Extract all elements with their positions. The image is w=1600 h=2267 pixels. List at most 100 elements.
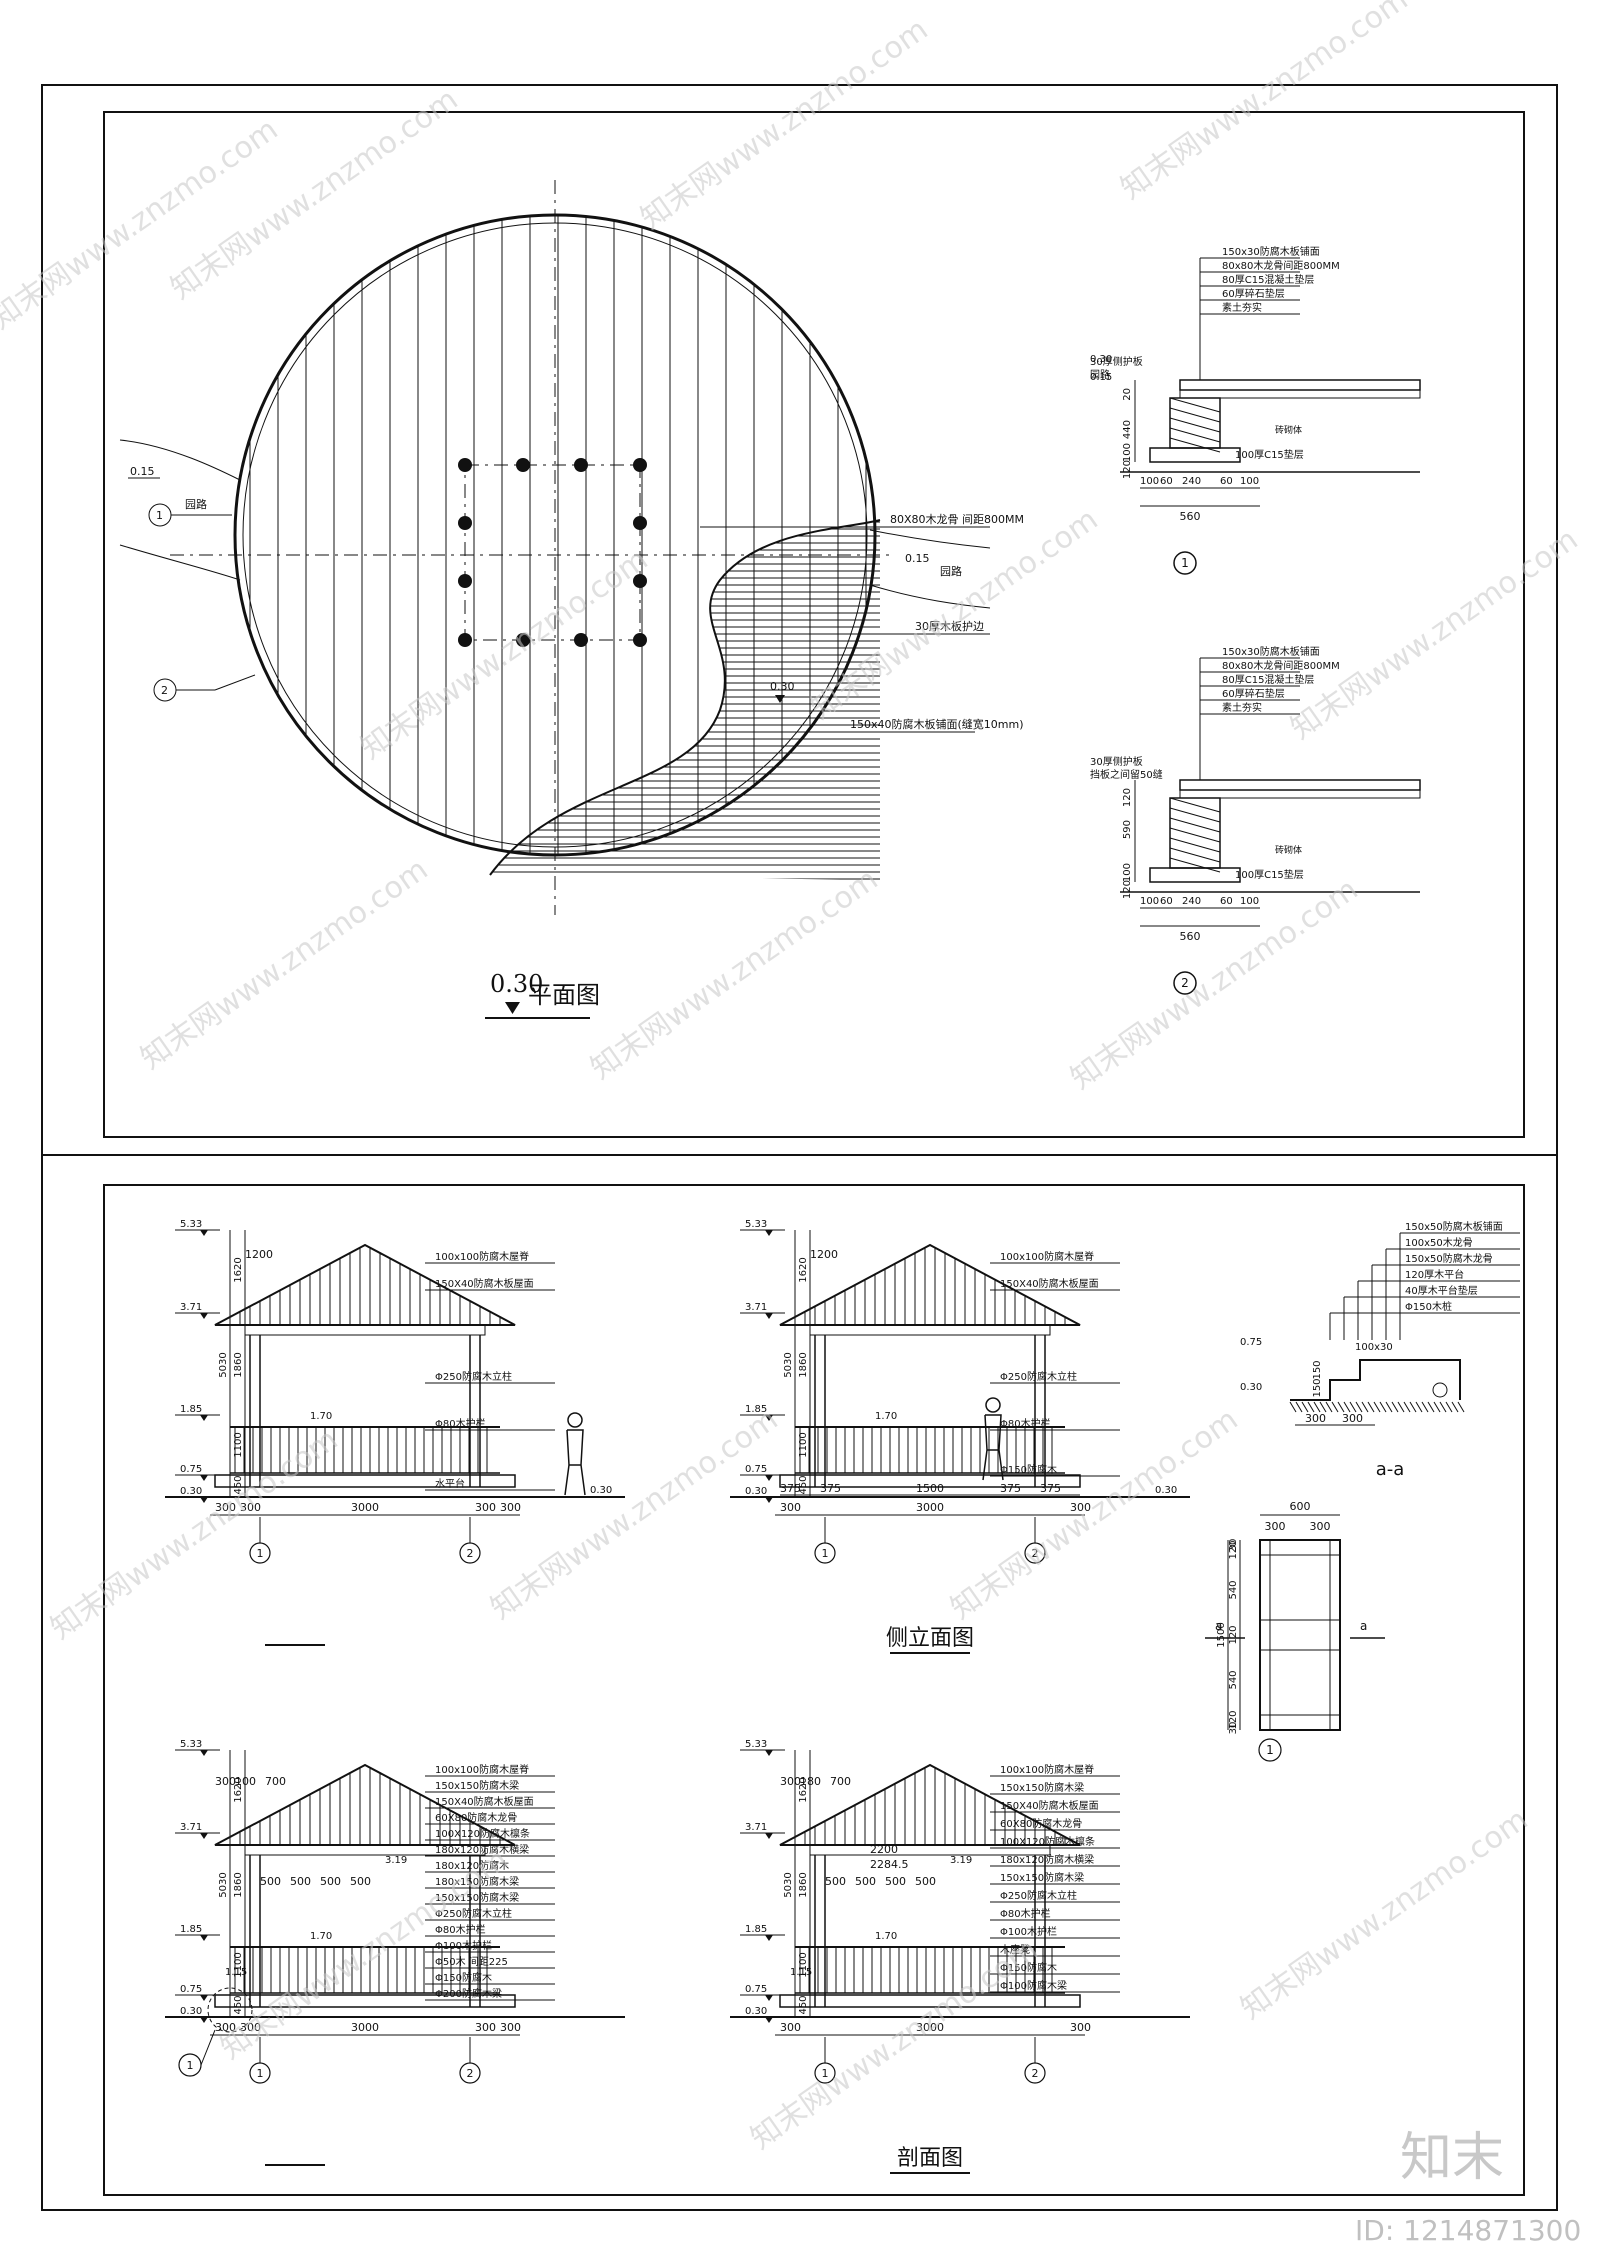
- detail-footing: [1150, 868, 1240, 882]
- level-label: 0.75: [180, 1464, 202, 1475]
- pavilion-label: 150X40防腐木板屋面: [1000, 1277, 1099, 1290]
- pavilion-label: Φ150防腐木: [1000, 1463, 1057, 1476]
- detail-joist: [1180, 790, 1420, 798]
- level-label: 5.33: [180, 1739, 202, 1750]
- step-label: 120厚木平台: [1405, 1268, 1464, 1281]
- pavilion-label: Φ80木护栏: [1000, 1417, 1051, 1430]
- roof-beam: [810, 1325, 1050, 1335]
- step-dim-v: 150: [1312, 1378, 1323, 1397]
- detail-dim-h-label: 60: [1220, 896, 1233, 907]
- watermark-text: 知末网www.znzmo.com: [485, 1402, 785, 1627]
- pavilion-label: 150X40防腐木板屋面: [435, 1795, 534, 1808]
- dim-label-top: 375: [1040, 1482, 1061, 1495]
- detail-id-label: 1: [1181, 556, 1189, 570]
- level-label: 3.71: [745, 1822, 767, 1833]
- detail-level-0: 0.30: [1090, 354, 1112, 365]
- step-ground-hatch: [1368, 1402, 1374, 1412]
- height-total-label: 5030: [783, 1872, 794, 1897]
- step-board: 100x30: [1355, 1342, 1393, 1353]
- plan-right-note: 园路: [940, 565, 962, 578]
- level-marker: [200, 1230, 208, 1236]
- floor-level: 1.15: [790, 1967, 812, 1978]
- step-title: a-a: [1376, 1459, 1405, 1480]
- level-marker: [765, 1750, 773, 1756]
- detail-dim-v-label: 120: [1122, 880, 1133, 899]
- height-dim-label: 1860: [233, 1872, 244, 1897]
- plan-detail-mark-a-right: a: [1360, 1619, 1367, 1633]
- height-dim-label: 1860: [233, 1352, 244, 1377]
- detail-level-1: 0.15: [1090, 372, 1112, 383]
- level-marker: [765, 1475, 773, 1481]
- step-label: 150x50防腐木龙骨: [1405, 1252, 1493, 1265]
- detail-dim-h-label: 240: [1182, 476, 1201, 487]
- dim-label-top: 375: [1000, 1482, 1021, 1495]
- pavilion-label: 180x120防腐木横梁: [1000, 1853, 1094, 1866]
- dim-label-bottom: 300: [1070, 2021, 1091, 2034]
- seat-level: 1.70: [310, 1931, 332, 1942]
- column-dot: [458, 516, 472, 530]
- plan-title: 平面图: [528, 981, 600, 1009]
- level-label: 3.71: [180, 1302, 202, 1313]
- detail-1: 150x30防腐木板铺面80x80木龙骨间距800MM80厚C15混凝土垫层60…: [1090, 245, 1420, 574]
- pavilion-label: Φ200防腐木梁: [435, 1987, 502, 2000]
- level-label: 5.33: [180, 1219, 202, 1230]
- plan-inner-level: 0.30: [770, 680, 795, 693]
- watermark-text: 知末网www.znzmo.com: [585, 862, 885, 1087]
- height-dim-label: 1620: [798, 1257, 809, 1282]
- step-ground-hatch: [1434, 1402, 1440, 1412]
- axis-label: 2: [1032, 2067, 1039, 2080]
- pavilion-label: 60X80防腐木龙骨: [1000, 1817, 1082, 1830]
- level-label: 0.30: [180, 2006, 202, 2017]
- watermark-text: 知末网www.znzmo.com: [745, 1932, 1045, 2157]
- pavilion-label: Φ150防腐木: [435, 1971, 492, 1984]
- pavilion-label: Φ250防腐木立柱: [435, 1370, 512, 1383]
- ground-level: 0.30: [590, 1485, 612, 1496]
- step-ground-hatch: [1332, 1402, 1338, 1412]
- watermark-text: 知末网www.znzmo.com: [1285, 522, 1585, 747]
- note-deck: 150x40防腐木板铺面(缝宽10mm): [850, 717, 1024, 731]
- dim-label-inner: 2200: [870, 1843, 898, 1856]
- detail-layer-label: 80厚C15混凝土垫层: [1222, 273, 1314, 286]
- level-marker: [765, 1313, 773, 1319]
- detail-dim-v-label: 440: [1122, 420, 1133, 439]
- column-dot: [574, 633, 588, 647]
- person-body: [565, 1430, 585, 1495]
- detail-dim-total: 560: [1180, 930, 1201, 943]
- step-detail: 150x50防腐木板铺面100x50木龙骨150x50防腐木龙骨120厚木平台4…: [1240, 1220, 1520, 1480]
- level-label: 1.85: [180, 1404, 202, 1415]
- plan-detail-mark-a-left: a: [1215, 1619, 1222, 1633]
- dim-label-bottom: 300: [500, 1501, 521, 1514]
- detail-side-note: 30厚侧护板: [1090, 755, 1143, 768]
- step-label: Φ150木桩: [1405, 1300, 1452, 1313]
- dim-label-top: 1500: [916, 1482, 944, 1495]
- step-ground-hatch: [1410, 1402, 1416, 1412]
- pavilion-label: Φ80木护栏: [435, 1417, 486, 1430]
- axis-label: 2: [467, 2067, 474, 2080]
- pavilion-label: Φ100木护栏: [1000, 1925, 1057, 1938]
- detail-dim-h-label: 100: [1240, 476, 1259, 487]
- bottom-inner-frame: [104, 1185, 1524, 2195]
- step-ground-hatch: [1302, 1402, 1308, 1412]
- seat-level: 1.70: [310, 1411, 332, 1422]
- level-marker: [765, 1995, 773, 2001]
- dim-label-bottom: 3000: [916, 1501, 944, 1514]
- axis-label: 1: [822, 1547, 829, 1560]
- image-id: ID: 1214871300: [1355, 2214, 1581, 2247]
- plan-left-note: 园路: [185, 498, 207, 511]
- dim-label-mid: 500: [885, 1875, 906, 1888]
- detail-dim-total: 560: [1180, 510, 1201, 523]
- dim-label-roof: 700: [265, 1775, 286, 1788]
- watermark-text: 知末网www.znzmo.com: [135, 852, 435, 1077]
- detail-wall-note: 砖砌体: [1275, 844, 1302, 856]
- detail-wall: [1170, 798, 1220, 868]
- dim-label-mid: 500: [825, 1875, 846, 1888]
- step-ground-hatch: [1452, 1402, 1458, 1412]
- pavilion-label: Φ100木护栏: [435, 1939, 492, 1952]
- step-label: 150x50防腐木板铺面: [1405, 1220, 1503, 1233]
- plan-detail-dim-v: 540: [1228, 1670, 1239, 1689]
- detail-layer-label: 80x80木龙骨间距800MM: [1222, 259, 1340, 272]
- height-total-label: 5030: [218, 1352, 229, 1377]
- dim-label-top: 375: [820, 1482, 841, 1495]
- step-ground-hatch: [1386, 1402, 1392, 1412]
